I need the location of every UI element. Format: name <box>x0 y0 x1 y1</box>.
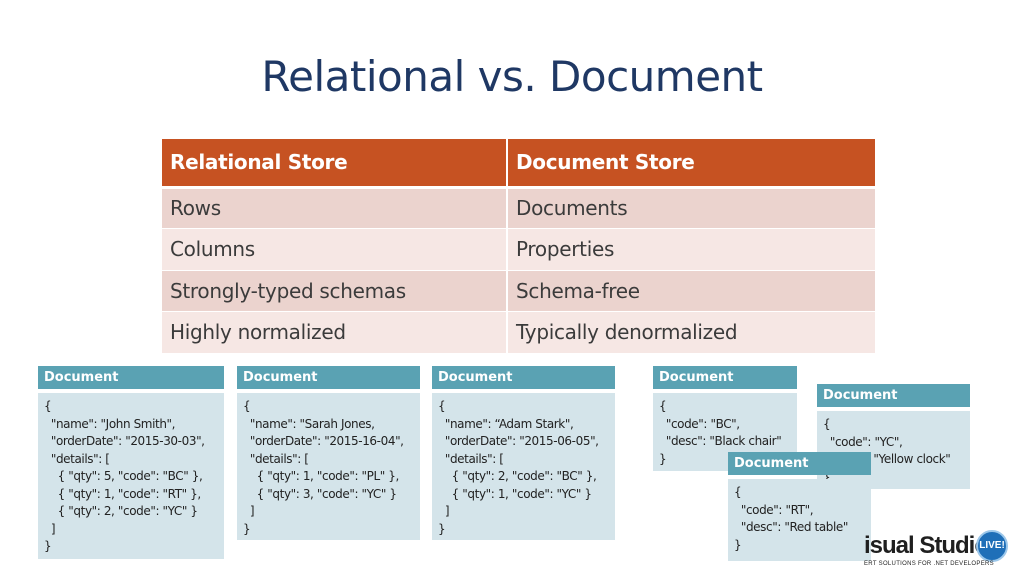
document-card-adam-stark: Document { "name": “Adam Stark", "orderD… <box>432 366 615 540</box>
table-cell: Typically denormalized <box>507 311 875 354</box>
json-line: { "qty": 1, "code": "PL" }, <box>243 469 400 483</box>
json-line: "orderDate": "2015-16-04", <box>243 434 404 448</box>
json-line: { "qty": 2, "code": "YC" } <box>44 504 198 518</box>
document-card-header: Document <box>38 366 224 389</box>
json-line: { "qty": 5, "code": "BC" }, <box>44 469 203 483</box>
comparison-table: Relational Store Document Store Rows Doc… <box>162 139 875 354</box>
json-line: { "qty": 1, "code": "YC" } <box>438 486 592 501</box>
json-line: ] <box>243 504 255 518</box>
json-line: "desc": "Red table" <box>734 520 849 534</box>
table-row: Columns Properties <box>162 228 875 271</box>
json-line: "details": [ <box>44 451 110 466</box>
document-card-header: Document <box>432 366 615 389</box>
table-cell: Strongly-typed schemas <box>162 270 508 312</box>
table-row: Rows Documents <box>162 187 875 229</box>
json-line: } <box>734 537 742 552</box>
table-cell: Schema-free <box>507 270 875 312</box>
document-card-john-smith: Document { "name": "John Smith", "orderD… <box>38 366 224 559</box>
json-line: "orderDate": "2015-30-03", <box>44 434 205 448</box>
json-line: } <box>438 521 446 536</box>
header-relational-store: Relational Store <box>162 139 508 189</box>
json-line: } <box>659 451 667 466</box>
json-line: ] <box>438 504 450 518</box>
table-header-row: Relational Store Document Store <box>162 139 875 189</box>
document-card-yellow-clock: Document { "code": "YC", "desc": "Yellow… <box>817 384 970 489</box>
slide-title: Relational vs. Document <box>261 52 763 101</box>
json-line: { "qty": 2, "code": "BC" }, <box>438 469 597 483</box>
json-line: } <box>44 539 52 553</box>
json-line: } <box>243 521 251 536</box>
table-row: Highly normalized Typically denormalized <box>162 311 875 354</box>
json-line: "orderDate": "2015-06-05", <box>438 434 599 448</box>
header-document-store: Document Store <box>507 139 875 189</box>
logo-wordmark: isual Studio <box>864 532 989 559</box>
json-line: } <box>823 469 831 484</box>
json-line: "desc": "Black chair" <box>659 434 782 448</box>
json-line: { <box>438 399 446 413</box>
document-card-header: Document <box>817 384 970 407</box>
json-line: ] <box>44 521 56 536</box>
json-line: "details": [ <box>243 451 309 466</box>
document-card-body: { "name": "Sarah Jones, "orderDate": "20… <box>237 393 420 540</box>
table-cell: Columns <box>162 228 508 271</box>
document-card-header: Document <box>653 366 797 389</box>
document-card-sarah-jones: Document { "name": "Sarah Jones, "orderD… <box>237 366 420 540</box>
json-line: "name": “Adam Stark", <box>438 416 574 431</box>
json-line: { <box>734 485 742 499</box>
table-cell: Documents <box>507 187 875 229</box>
json-line: "name": "Sarah Jones, <box>243 416 375 431</box>
document-card-body: { "name": “Adam Stark", "orderDate": "20… <box>432 393 615 540</box>
document-card-body: { "name": "John Smith", "orderDate": "20… <box>38 393 224 559</box>
document-card-header: Document <box>237 366 420 389</box>
table-cell: Properties <box>507 228 875 271</box>
json-line: { "qty": 1, "code": "RT" }, <box>44 486 202 501</box>
json-line: { "qty": 3, "code": "YC" } <box>243 486 397 501</box>
document-card-body: { "code": "YC", "desc": "Yellow clock" } <box>817 411 970 489</box>
json-line: "name": "John Smith", <box>44 416 176 431</box>
logo-tagline: ERT SOLUTIONS FOR .NET DEVELOPERS <box>864 561 994 567</box>
table-row: Strongly-typed schemas Schema-free <box>162 270 875 312</box>
json-line: { <box>659 399 667 413</box>
json-line: { <box>44 399 52 413</box>
json-line: { <box>823 417 831 431</box>
json-line: "code": "RT", <box>734 502 814 517</box>
document-card-header: Document <box>728 452 871 475</box>
json-line: "code": "BC", <box>659 416 740 431</box>
json-line: "details": [ <box>438 451 504 466</box>
table-cell: Rows <box>162 187 508 229</box>
json-line: { <box>243 399 251 413</box>
document-card-red-table: Document { "code": "RT", "desc": "Red ta… <box>728 452 871 561</box>
live-badge-icon: LIVE! <box>976 530 1008 562</box>
json-line: "code": "YC", <box>823 434 903 449</box>
visual-studio-live-logo: isual Studio LIVE! ERT SOLUTIONS FOR .NE… <box>864 528 1014 572</box>
table-cell: Highly normalized <box>162 311 508 354</box>
document-card-body: { "code": "RT", "desc": "Red table" } <box>728 479 871 561</box>
